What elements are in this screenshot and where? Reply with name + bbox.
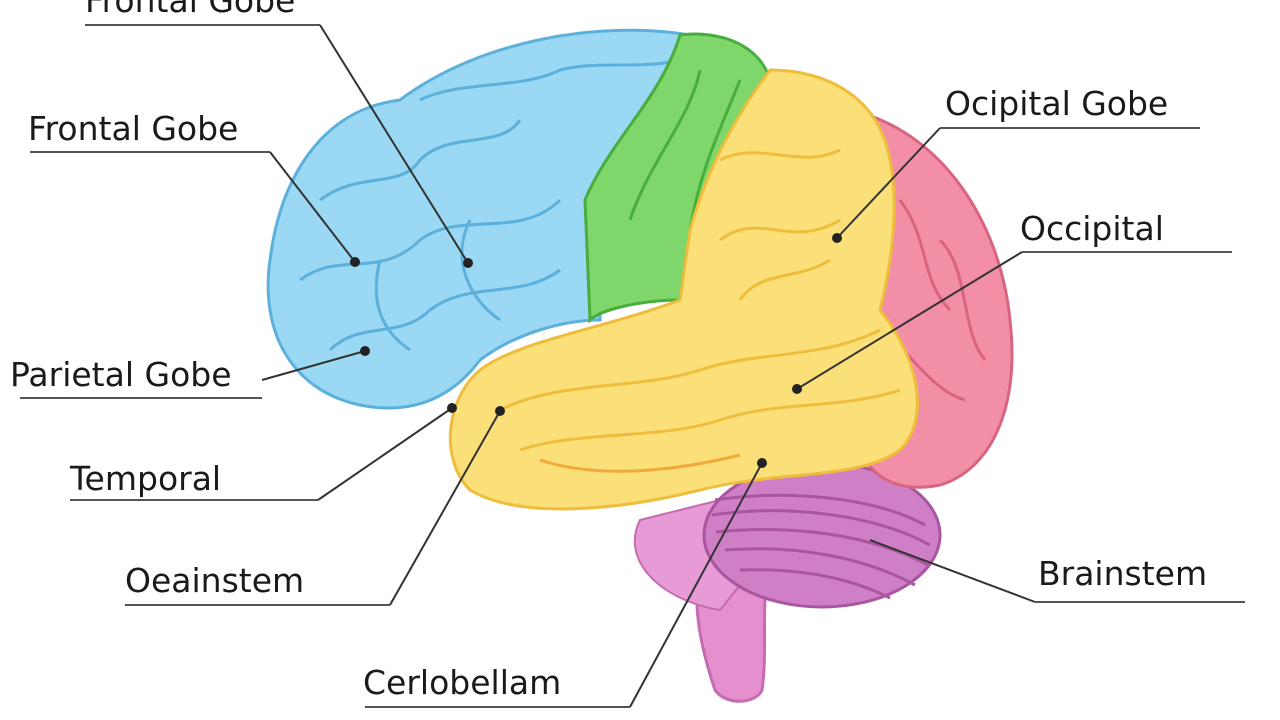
leader-dots (350, 233, 842, 468)
label-frontal-gobe-top: Frontal Gobe (85, 0, 295, 20)
label-temporal: Temporal (69, 459, 221, 498)
label-parietal-gobe: Parietal Gobe (10, 355, 232, 394)
cerebellum-region (702, 461, 942, 609)
label-oeainstem: Oeainstem (125, 561, 304, 600)
label-frontal-gobe: Frontal Gobe (28, 109, 238, 148)
temporal-region (448, 68, 919, 511)
label-occipital: Occipital (1020, 209, 1164, 248)
label-brainstem: Brainstem (1038, 554, 1207, 593)
label-ocipital-gobe: Ocipital Gobe (945, 84, 1168, 123)
label-cerlobellam: Cerlobellam (363, 663, 561, 702)
leader-lines (20, 24, 1245, 708)
